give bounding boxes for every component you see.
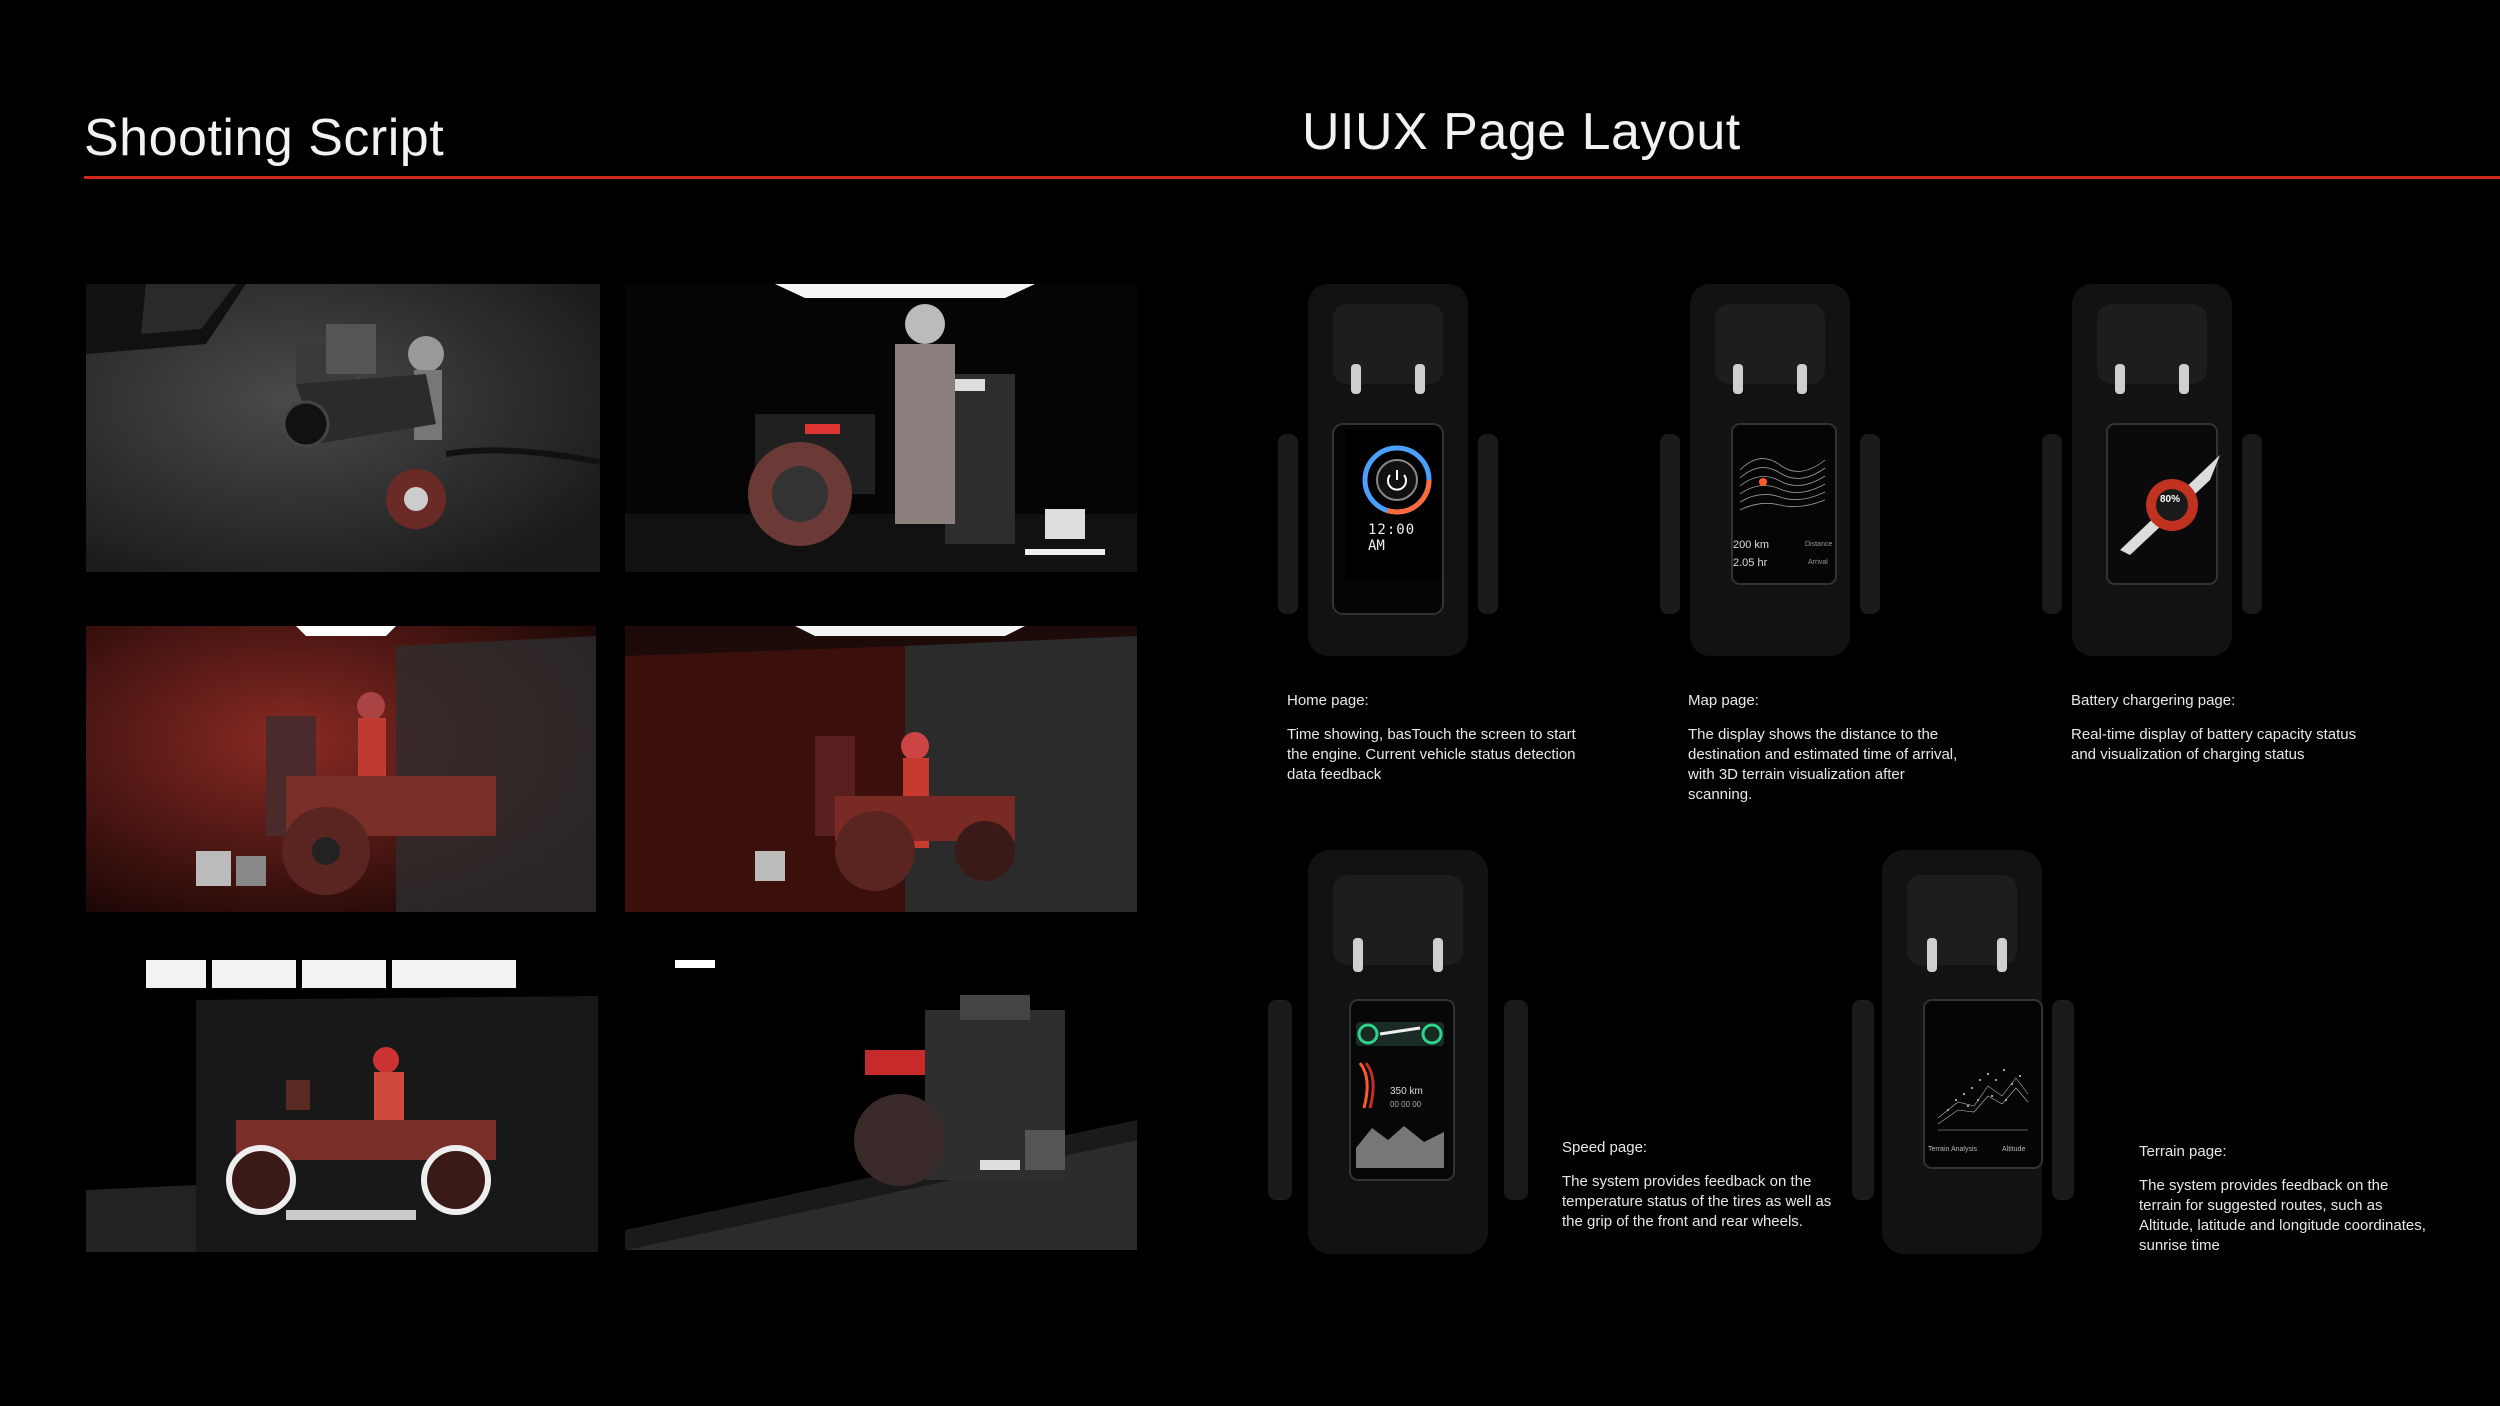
home-caption: Home page: Time showing, basTouch the sc… [1287, 691, 1587, 785]
battery-gauge-graphic[interactable] [2110, 450, 2230, 560]
home-time-display: 12:00 [1368, 522, 1416, 538]
header-divider [84, 176, 2500, 179]
shooting-script-title: Shooting Script [84, 109, 445, 167]
map-terrain-graphic[interactable] [1735, 440, 1831, 530]
home-screen-display[interactable] [1345, 430, 1441, 580]
map-caption: Map page: The display shows the distance… [1688, 691, 1958, 805]
map-caption-title: Map page: [1688, 692, 1759, 709]
terrain-caption-body: The system provides feedback on the terr… [2139, 1177, 2426, 1254]
battery-percent-value: 80% [2160, 494, 2181, 505]
power-button-icon[interactable] [1345, 430, 1441, 580]
shot-4-image [625, 626, 1137, 912]
map-distance-label: Distance [1805, 541, 1833, 548]
home-ampm-display: AM [1368, 538, 1385, 554]
terrain-label-right: Altitude [2002, 1146, 2026, 1153]
speed-timer: 00 00 00 [1390, 1100, 1422, 1109]
speed-value: 350 km [1390, 1086, 1423, 1097]
terrain-caption-title: Terrain page: [2139, 1143, 2227, 1160]
shot-2-image [625, 284, 1137, 572]
map-eta-label: Arrival [1808, 559, 1828, 566]
uiux-page-layout-title: UIUX Page Layout [1302, 103, 1741, 161]
terrain-label-left: Terrain Analysis [1928, 1146, 1978, 1153]
speed-caption: Speed page: The system provides feedback… [1562, 1138, 1832, 1232]
battery-caption-title: Battery chargering page: [2071, 692, 2236, 709]
speed-caption-title: Speed page: [1562, 1139, 1648, 1156]
shot-3-image [86, 626, 596, 912]
speed-caption-body: The system provides feedback on the temp… [1562, 1173, 1832, 1230]
terrain-graphic[interactable] [1928, 1040, 2036, 1140]
shot-5-image [86, 960, 598, 1252]
terrain-caption: Terrain page: The system provides feedba… [2139, 1142, 2429, 1256]
map-eta-value: 2.05 hr [1733, 557, 1768, 569]
battery-caption-body: Real-time display of battery capacity st… [2071, 726, 2357, 763]
speed-display-graphic[interactable] [1352, 1008, 1448, 1172]
map-distance-value: 200 km [1733, 539, 1770, 551]
shot-1-image [86, 284, 600, 572]
map-caption-body: The display shows the distance to the de… [1688, 726, 1958, 803]
battery-caption: Battery chargering page: Real-time displ… [2071, 691, 2361, 765]
home-caption-body: Time showing, basTouch the screen to sta… [1287, 726, 1576, 783]
shot-6-image [625, 960, 1137, 1250]
home-caption-title: Home page: [1287, 692, 1369, 709]
